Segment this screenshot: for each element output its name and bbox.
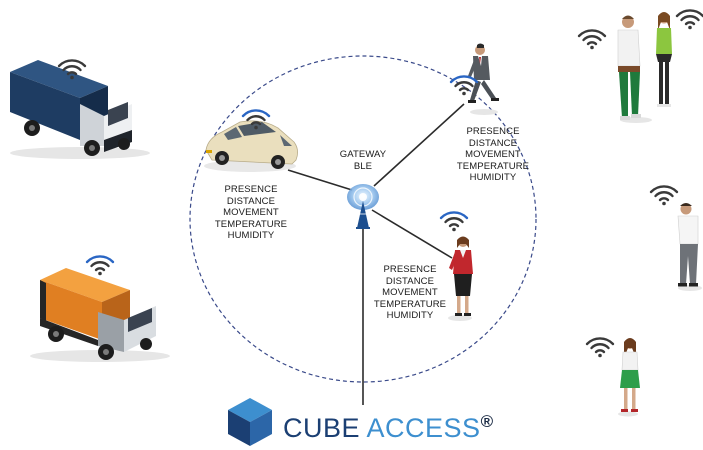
man-label-line: PRESENCE [466,126,520,137]
man-sensor-label: PRESENCE DISTANCE MOVEMENT TEMPERATURE H… [448,126,538,184]
car-label-line: TEMPERATURE [214,218,288,230]
woman-label-line: TEMPERATURE [373,298,447,310]
truck-orange [30,268,170,362]
car-label-line: HUMIDITY [227,230,275,241]
link-man-gateway [373,103,465,187]
gateway-label: GATEWAY BLE [332,149,394,172]
woman-label-line: MOVEMENT [382,287,438,298]
man-label-line: HUMIDITY [469,172,517,183]
wifi-icon-woman-green-skirt [585,337,615,359]
woman-label-line: HUMIDITY [386,310,434,321]
gateway-icon [347,184,379,229]
wifi-icon-man-grey-pants [649,185,679,207]
car-label-line: PRESENCE [224,184,278,195]
woman-green-skirt [618,338,640,417]
man-label-line: DISTANCE [468,137,518,149]
coverage-circle [189,55,537,383]
logo-registered-mark: ® [480,412,494,431]
car-sensor-label: PRESENCE DISTANCE MOVEMENT TEMPERATURE H… [206,184,296,242]
man-label-line: MOVEMENT [465,149,521,160]
logo-word-access: ACCESS [366,413,481,443]
woman-label-line: PRESENCE [383,264,437,275]
gateway-label-line1: GATEWAY [339,149,387,160]
man-grey-pants [677,203,702,291]
wifi-icon-truck-orange [85,255,115,277]
car-label-line: DISTANCE [226,195,276,207]
woman-red-blazer [448,236,473,321]
woman-label-line: DISTANCE [385,275,435,287]
wifi-icon-woman-red-blazer [439,211,469,233]
car [204,120,298,172]
walking-man [468,43,499,115]
couple-people [617,12,672,123]
gateway-label-line2: BLE [353,160,373,172]
truck-navy [10,60,150,159]
car-label-line: MOVEMENT [223,207,279,218]
woman-sensor-label: PRESENCE DISTANCE MOVEMENT TEMPERATURE H… [365,264,455,322]
wifi-icon-couple-woman [675,9,703,31]
cube-access-logo-text: CUBE ACCESS® [283,412,494,444]
man-label-line: TEMPERATURE [456,160,530,172]
wifi-icon-couple-man [577,29,607,51]
link-woman-gateway [371,209,453,259]
logo-word-cube: CUBE [283,413,361,443]
link-car-gateway [287,169,353,191]
cube-access-logo-mark [228,398,272,446]
